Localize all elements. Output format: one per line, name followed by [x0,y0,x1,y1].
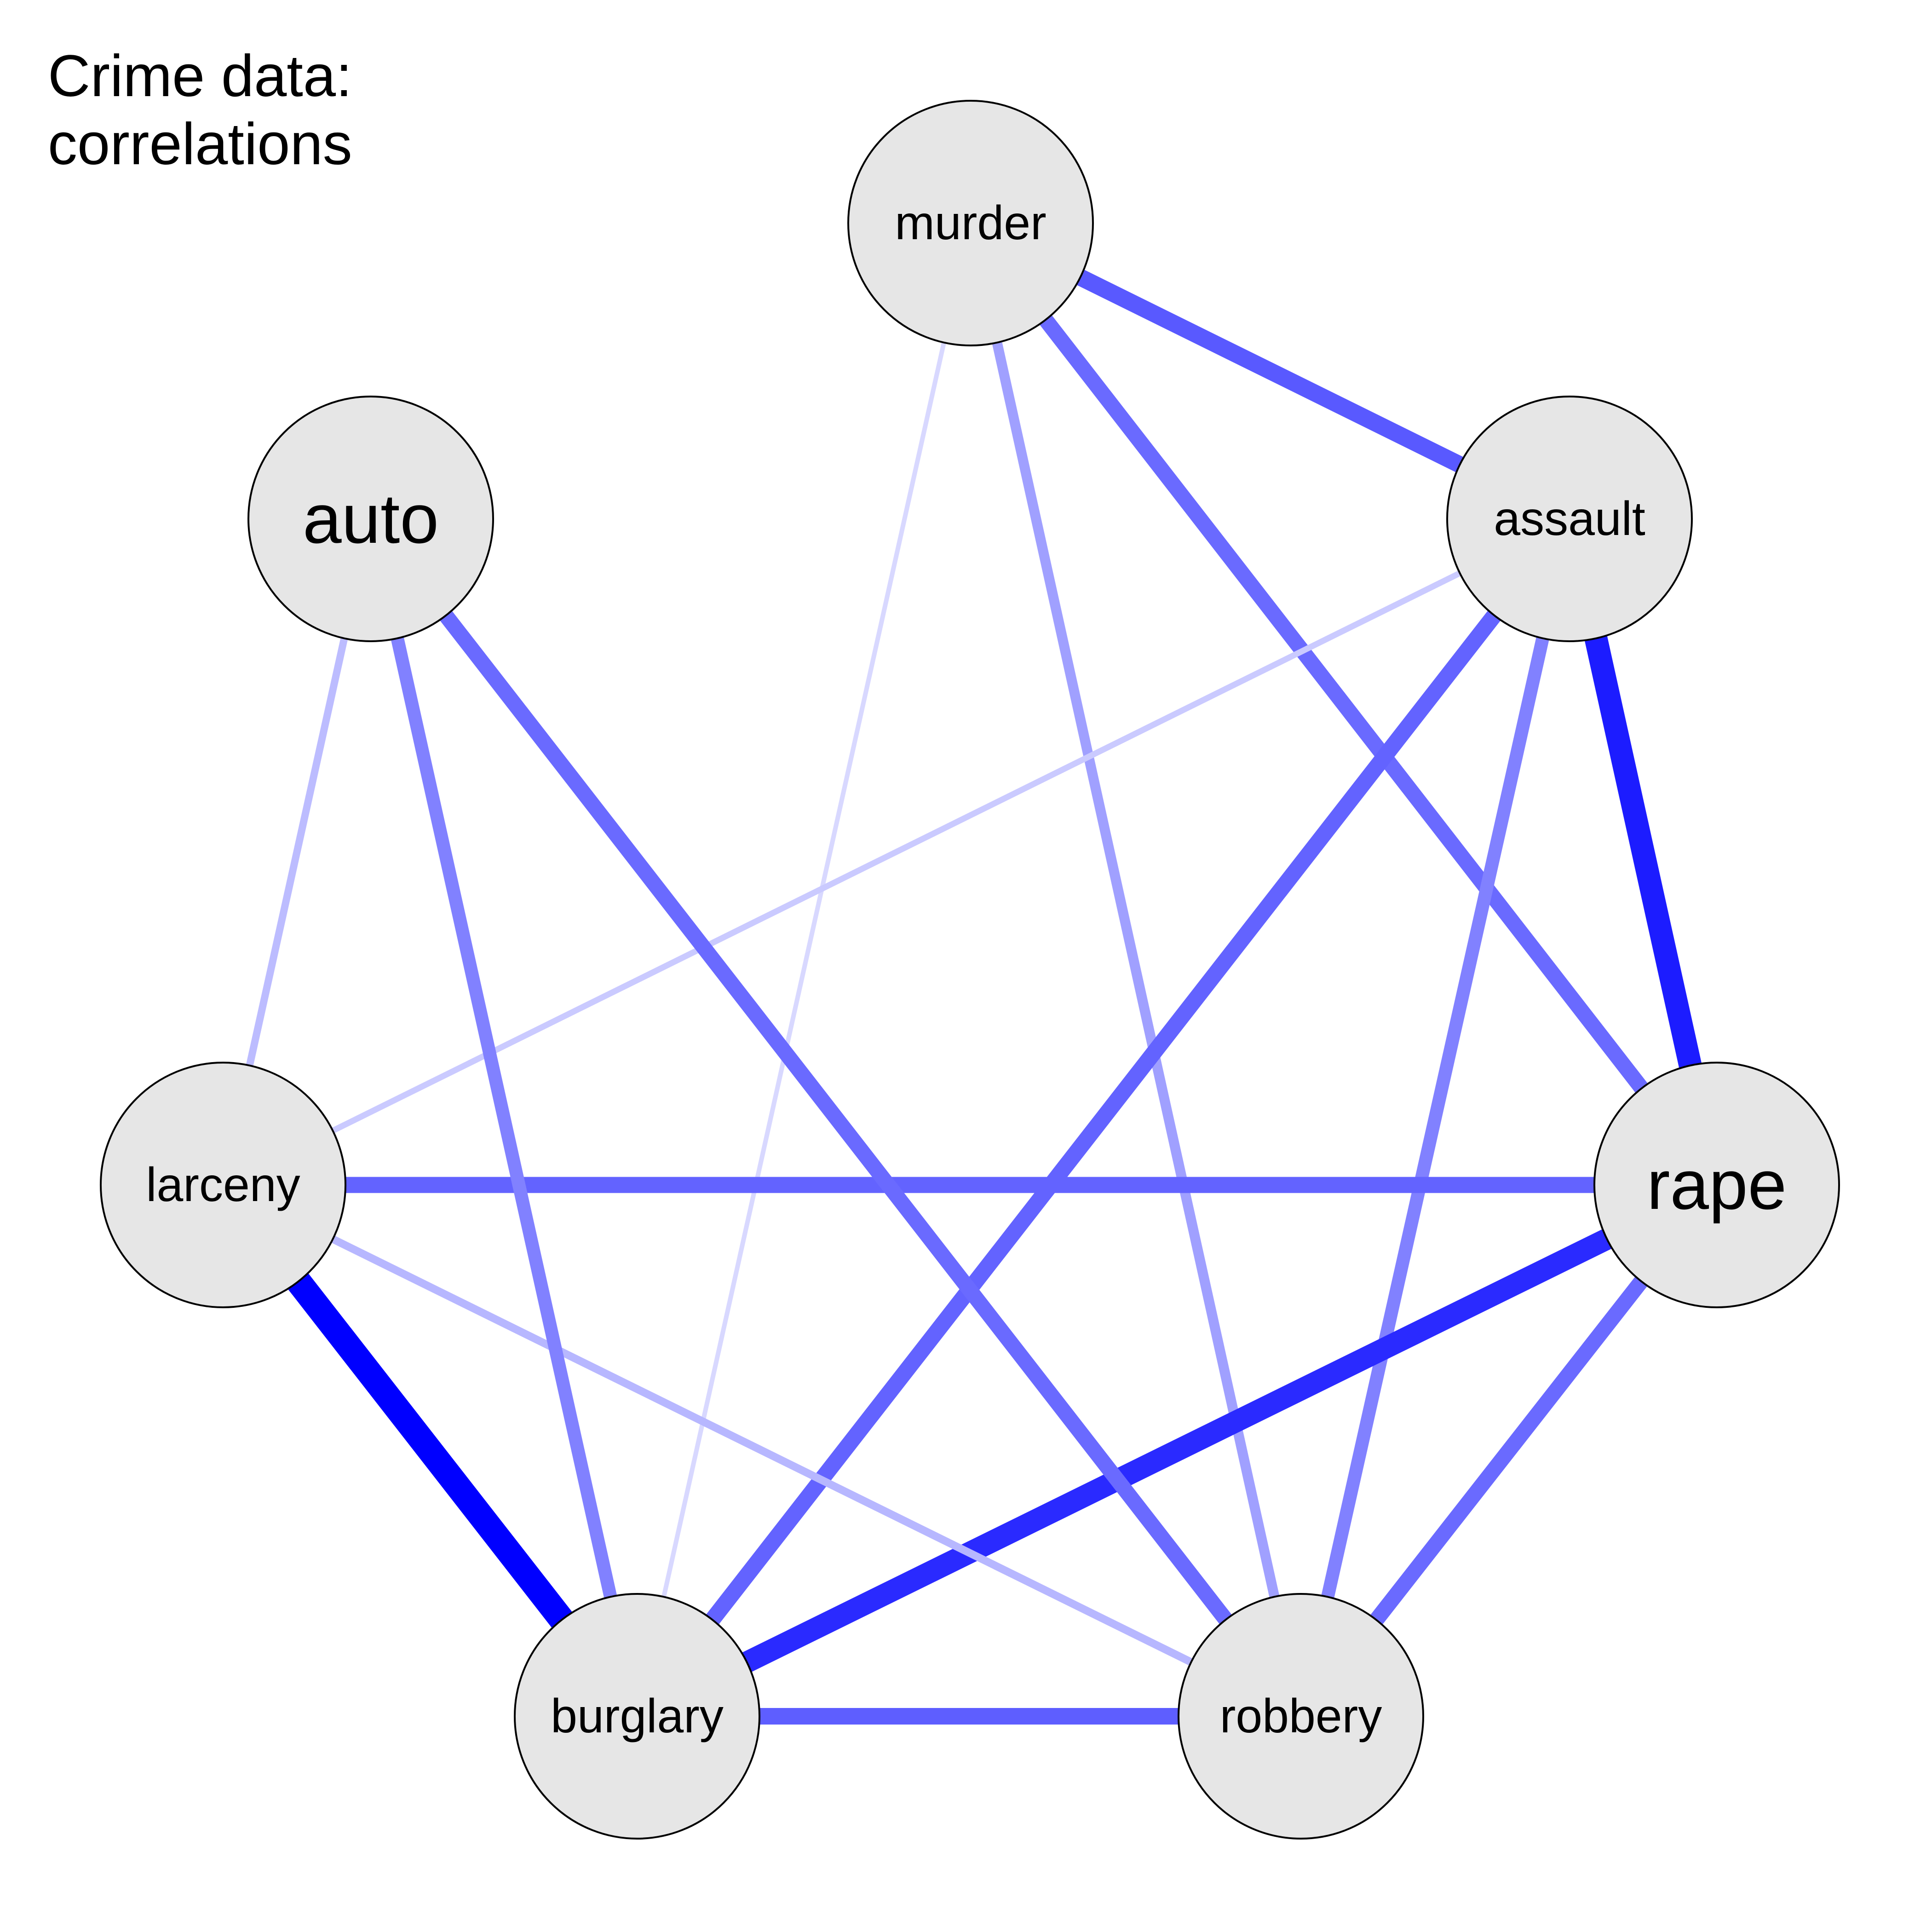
edge-robbery-larceny [221,1181,1303,1720]
edge-rape-burglary [632,1175,1722,1726]
node-circle-burglary [514,1593,760,1840]
node-rape: rape [1593,1062,1840,1308]
edge-robbery-auto [364,514,1307,1721]
node-circle-robbery [1178,1593,1424,1840]
edge-assault-burglary [631,514,1576,1721]
edge-murder-robbery [966,222,1306,1718]
node-label-murder: murder [895,196,1046,250]
node-circle-larceny [100,1062,346,1308]
node-assault: assault [1446,396,1693,642]
edge-assault-larceny [222,516,1571,1188]
edge-murder-burglary [635,222,973,1717]
node-circle-murder [847,100,1094,346]
node-label-burglary: burglary [551,1690,724,1743]
node-label-larceny: larceny [146,1158,300,1212]
edge-murder-rape [964,218,1723,1190]
node-circle-rape [1593,1062,1840,1308]
title-line-2: correlations [48,111,352,177]
node-burglary: burglary [514,1593,760,1840]
node-robbery: robbery [1178,1593,1424,1840]
node-label-auto: auto [303,480,439,558]
node-auto: auto [247,396,494,642]
node-label-robbery: robbery [1220,1690,1382,1743]
node-larceny: larceny [100,1062,346,1308]
title-line-1: Crime data: [48,43,352,109]
node-circle-assault [1446,396,1693,642]
node-label-assault: assault [1494,492,1645,546]
edge-assault-robbery [1294,517,1576,1718]
nodes-group: murder assault rape robbery burglary larceny a… [100,100,1840,1840]
graph-title: Crime data: correlations [48,42,352,178]
node-label-rape: rape [1647,1146,1787,1224]
edge-burglary-auto [364,517,644,1718]
node-murder: murder [847,100,1094,346]
node-circle-auto [247,396,494,642]
